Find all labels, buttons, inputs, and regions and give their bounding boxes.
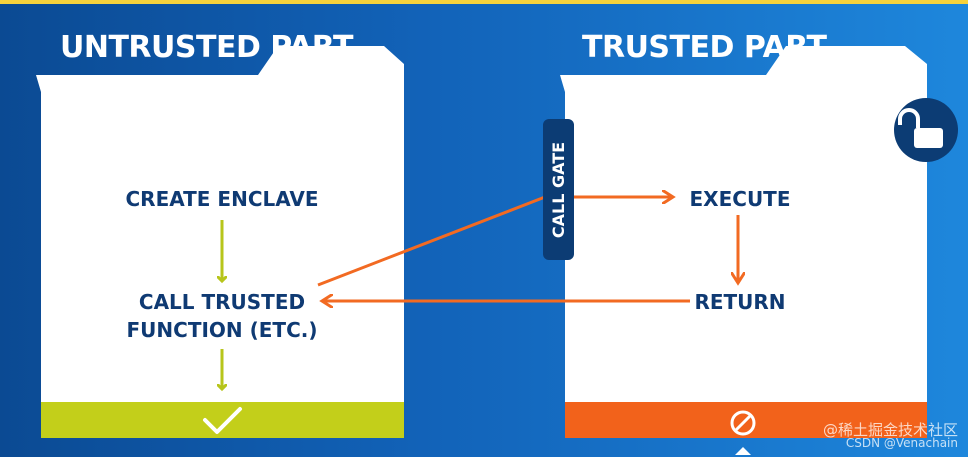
arrow-call-to-gate (317, 195, 546, 287)
checkmark-icon (203, 407, 242, 434)
return-label: RETURN (694, 290, 785, 314)
untrusted-footer-bar (41, 402, 404, 438)
trusted-panel: TRUSTED PART EXECUTE RETURN (560, 30, 927, 455)
untrusted-title: UNTRUSTED PART (60, 30, 354, 65)
unlocked-padlock-icon (894, 98, 958, 162)
call-gate-label: CALL GATE (549, 142, 568, 238)
untrusted-panel: UNTRUSTED PART CREATE ENCLAVE CALL TRUST… (36, 30, 404, 438)
watermark-line2: CSDN @Venachain (845, 436, 958, 450)
small-caret-icon (735, 447, 751, 455)
watermark-line1: @稀土掘金技术社区 (822, 421, 958, 439)
call-trusted-label-line2: FUNCTION (ETC.) (127, 318, 318, 342)
prohibited-icon (730, 410, 756, 436)
execute-label: EXECUTE (690, 187, 791, 211)
create-enclave-label: CREATE ENCLAVE (125, 187, 318, 211)
call-trusted-label-line1: CALL TRUSTED (139, 290, 305, 314)
call-gate: CALL GATE (543, 119, 574, 260)
trusted-title: TRUSTED PART (582, 30, 828, 65)
top-accent-bar (0, 0, 968, 4)
